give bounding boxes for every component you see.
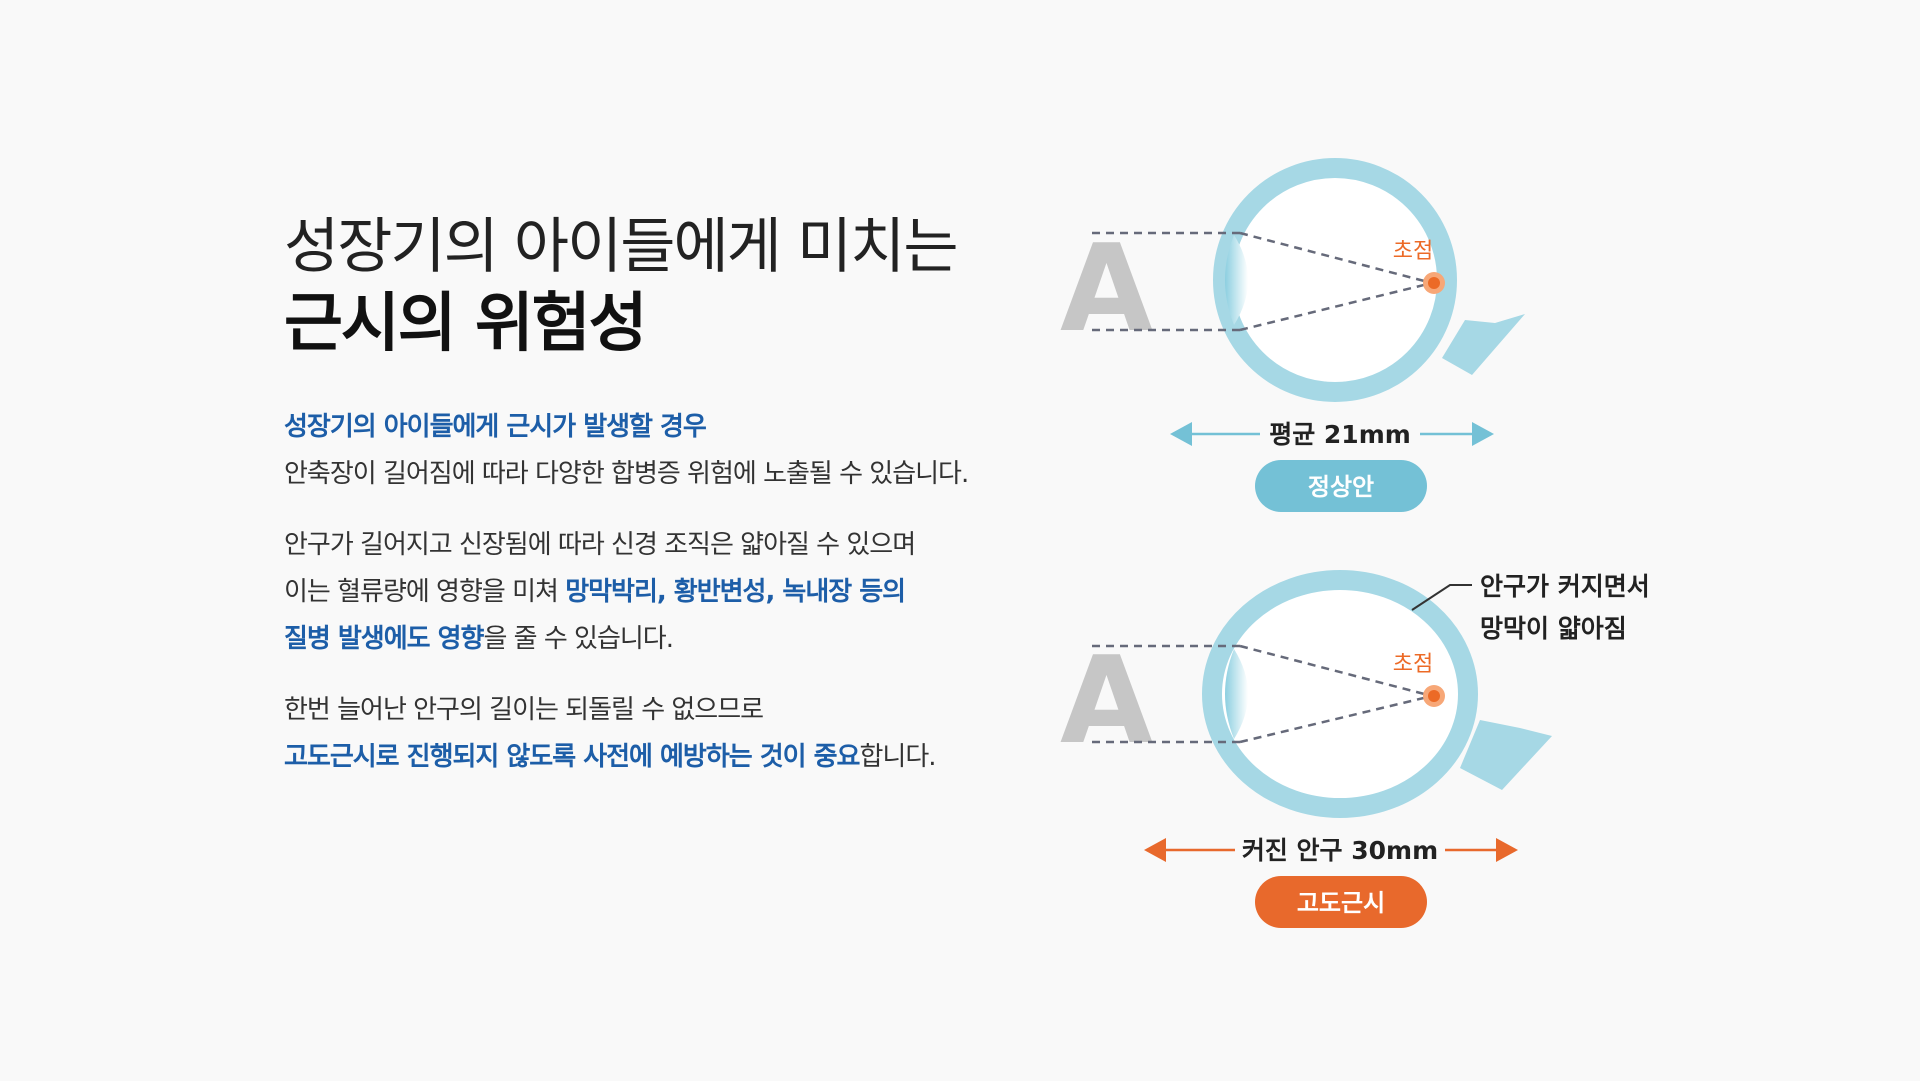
paragraph-2-line-2-highlight: 망막박리, 황반변성, 녹내장 등의: [565, 577, 906, 607]
callout-line-1: 안구가 커지면서: [1480, 572, 1650, 601]
paragraph-3: 한번 늘어난 안구의 길이는 되돌릴 수 없으므로 고도근시로 진행되지 않도록…: [284, 687, 1044, 781]
intro-section: 성장기의 아이들에게 미치는 근시의 위험성 성장기의 아이들에게 근시가 발생…: [284, 210, 1044, 781]
optic-nerve-normal: [1442, 314, 1525, 375]
paragraph-3-line-2: 고도근시로 진행되지 않도록 사전에 예방하는 것이 중요합니다.: [284, 734, 1044, 781]
paragraph-1: 성장기의 아이들에게 근시가 발생할 경우 안축장이 길어짐에 따라 다양한 합…: [284, 404, 1044, 498]
paragraph-2-line-2-text: 이는 혈류량에 영향을 미쳐: [284, 577, 566, 607]
myopia-eye-group: A 초점 안구가 커지면서 망막이 얇아짐 커진 안구 30mm 고도근시: [1060, 570, 1650, 928]
eye-comparison-diagram: A 초점 평균 21mm 정상안 A: [1050, 140, 1700, 940]
badge-normal: [1255, 460, 1427, 512]
measure-label-myopia: 커진 안구 30mm: [1242, 836, 1438, 865]
paragraph-2-line-3-text: 을 줄 수 있습니다.: [483, 624, 673, 654]
focus-label-myopia: 초점: [1393, 652, 1433, 677]
focus-label-normal: 초점: [1393, 239, 1433, 264]
callout-line-2: 망막이 얇아짐: [1480, 614, 1627, 643]
paragraph-3-line-1: 한번 늘어난 안구의 길이는 되돌릴 수 없으므로: [284, 695, 764, 725]
arrow-right-myopia: [1496, 838, 1518, 862]
focus-point-normal: [1428, 277, 1440, 289]
measure-label-normal: 평균 21mm: [1269, 420, 1411, 449]
optic-nerve-myopia: [1460, 720, 1552, 790]
paragraph-2: 안구가 길어지고 신장됨에 따라 신경 조직은 얇아질 수 있으며 이는 혈류량…: [284, 522, 1044, 663]
eyeball-myopia: [1202, 570, 1478, 818]
callout-leader-line: [1411, 584, 1472, 611]
ray-top-focus-normal: [1239, 231, 1433, 285]
badge-myopia-label: 고도근시: [1297, 889, 1385, 917]
paragraph-3-line-2-highlight: 고도근시로 진행되지 않도록 사전에 예방하는 것이 중요: [284, 742, 860, 772]
paragraph-2-line-3: 질병 발생에도 영향을 줄 수 있습니다.: [284, 616, 1044, 663]
lens-normal: [1225, 235, 1248, 325]
eye-diagram-svg: A 초점 평균 21mm 정상안 A: [1060, 158, 1650, 928]
ray-bottom-focus-normal: [1239, 281, 1433, 332]
paragraph-2-line-3-highlight: 질병 발생에도 영향: [284, 624, 484, 654]
ray-top-focus-myopia: [1239, 644, 1433, 698]
letter-a-normal: A: [1060, 220, 1153, 359]
badge-normal-label: 정상안: [1308, 473, 1374, 501]
normal-eye-group: A 초점 평균 21mm 정상안: [1060, 158, 1525, 512]
badge-myopia: [1255, 876, 1427, 928]
paragraph-3-line-2-text: 합니다.: [859, 742, 936, 772]
lens-myopia: [1225, 649, 1248, 739]
paragraph-2-line-1: 안구가 길어지고 신장됨에 따라 신경 조직은 얇아질 수 있으며: [284, 530, 916, 560]
paragraph-2-line-2: 이는 혈류량에 영향을 미쳐 망막박리, 황반변성, 녹내장 등의: [284, 569, 1044, 616]
ray-bottom-focus-myopia: [1239, 694, 1433, 744]
letter-a-myopia: A: [1060, 632, 1153, 771]
arrow-left-normal: [1170, 422, 1192, 446]
arrow-left-myopia: [1144, 838, 1166, 862]
page-title-emphasis: 근시의 위험성: [284, 287, 648, 361]
paragraph-1-text: 안축장이 길어짐에 따라 다양한 합병증 위험에 노출될 수 있습니다.: [284, 459, 969, 489]
arrow-right-normal: [1472, 422, 1494, 446]
eyeball-normal: [1213, 158, 1457, 402]
paragraph-1-highlight: 성장기의 아이들에게 근시가 발생할 경우: [284, 412, 707, 442]
focus-point-myopia: [1428, 690, 1440, 702]
page-title: 성장기의 아이들에게 미치는: [284, 212, 959, 282]
